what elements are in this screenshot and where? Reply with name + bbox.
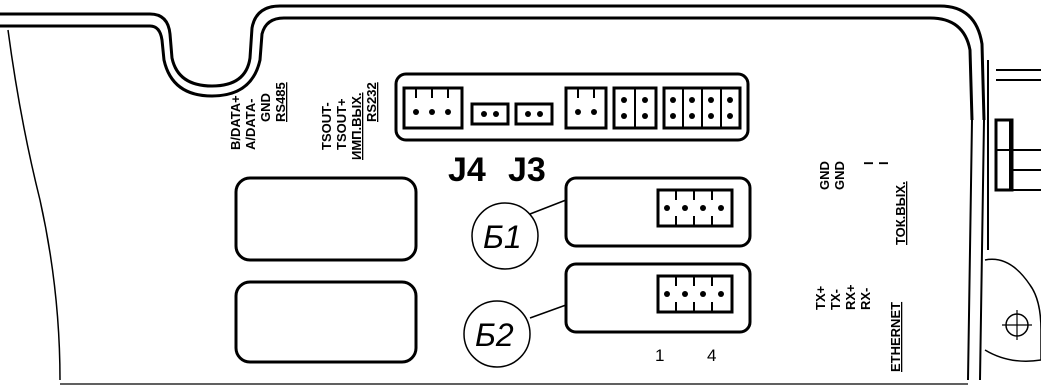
j3-label: J3 [508, 151, 546, 189]
label-imp-out: ИМП.ВЫХ. [349, 92, 364, 160]
b2-leader-line [529, 304, 567, 319]
pin-number-first: 1 [655, 346, 664, 365]
label-gnd-1: GND [817, 161, 832, 190]
label-rx-plus: RX+ [843, 284, 858, 310]
mounting-bracket [987, 60, 1041, 250]
enclosure-right-edge [967, 119, 985, 381]
j4-label: J4 [448, 151, 486, 189]
connector-b1-terminal [656, 188, 734, 228]
b2-callout-circle [463, 300, 531, 368]
label-tsout-plus: TSOUT+ [334, 98, 349, 150]
label-b-data-plus: B/DATA+ [228, 95, 243, 150]
mounting-tab [984, 258, 1041, 362]
label-ethernet: ETHERNET [888, 302, 903, 372]
enclosure-left-edge [7, 29, 61, 381]
label-gnd: GND [258, 93, 273, 122]
label-i-1: I [861, 161, 876, 165]
top-connector-strip [394, 72, 750, 142]
label-i-2: I [876, 161, 891, 165]
label-tx-minus: TX- [828, 289, 843, 310]
label-gnd-2: GND [832, 161, 847, 190]
b1-leader-line [529, 199, 567, 215]
b1-callout-circle [471, 202, 539, 270]
label-a-data-minus: A/DATA- [243, 98, 258, 150]
enclosure-inner-wall [0, 16, 974, 121]
label-tx-plus: TX+ [813, 285, 828, 310]
connector-b2-housing [564, 262, 752, 334]
label-rs232: RS232 [364, 82, 379, 122]
header-block-3 [612, 86, 658, 130]
jumper-block-1 [470, 102, 510, 126]
header-block-2 [564, 86, 608, 130]
b2-label: Б2 [475, 317, 514, 353]
cable-opening-upper [234, 176, 418, 262]
header-block-1 [402, 86, 464, 130]
enclosure-outer-wall [0, 4, 986, 121]
mounting-hole-crosshair [1002, 310, 1032, 340]
connector-b1-housing [564, 176, 752, 248]
label-rx-minus: RX- [858, 288, 873, 310]
b1-label: Б1 [483, 219, 522, 255]
pin-number-last: 4 [707, 346, 716, 365]
header-block-4 [662, 86, 742, 130]
bracket-block [994, 118, 1014, 192]
connector-b2-terminal [656, 274, 734, 314]
label-rs485: RS485 [273, 82, 288, 122]
cable-opening-lower [234, 280, 418, 364]
label-tsout-minus: TSOUT- [319, 102, 334, 150]
label-current-out: ТОК.ВЫХ. [893, 181, 908, 245]
jumper-block-2 [514, 102, 554, 126]
